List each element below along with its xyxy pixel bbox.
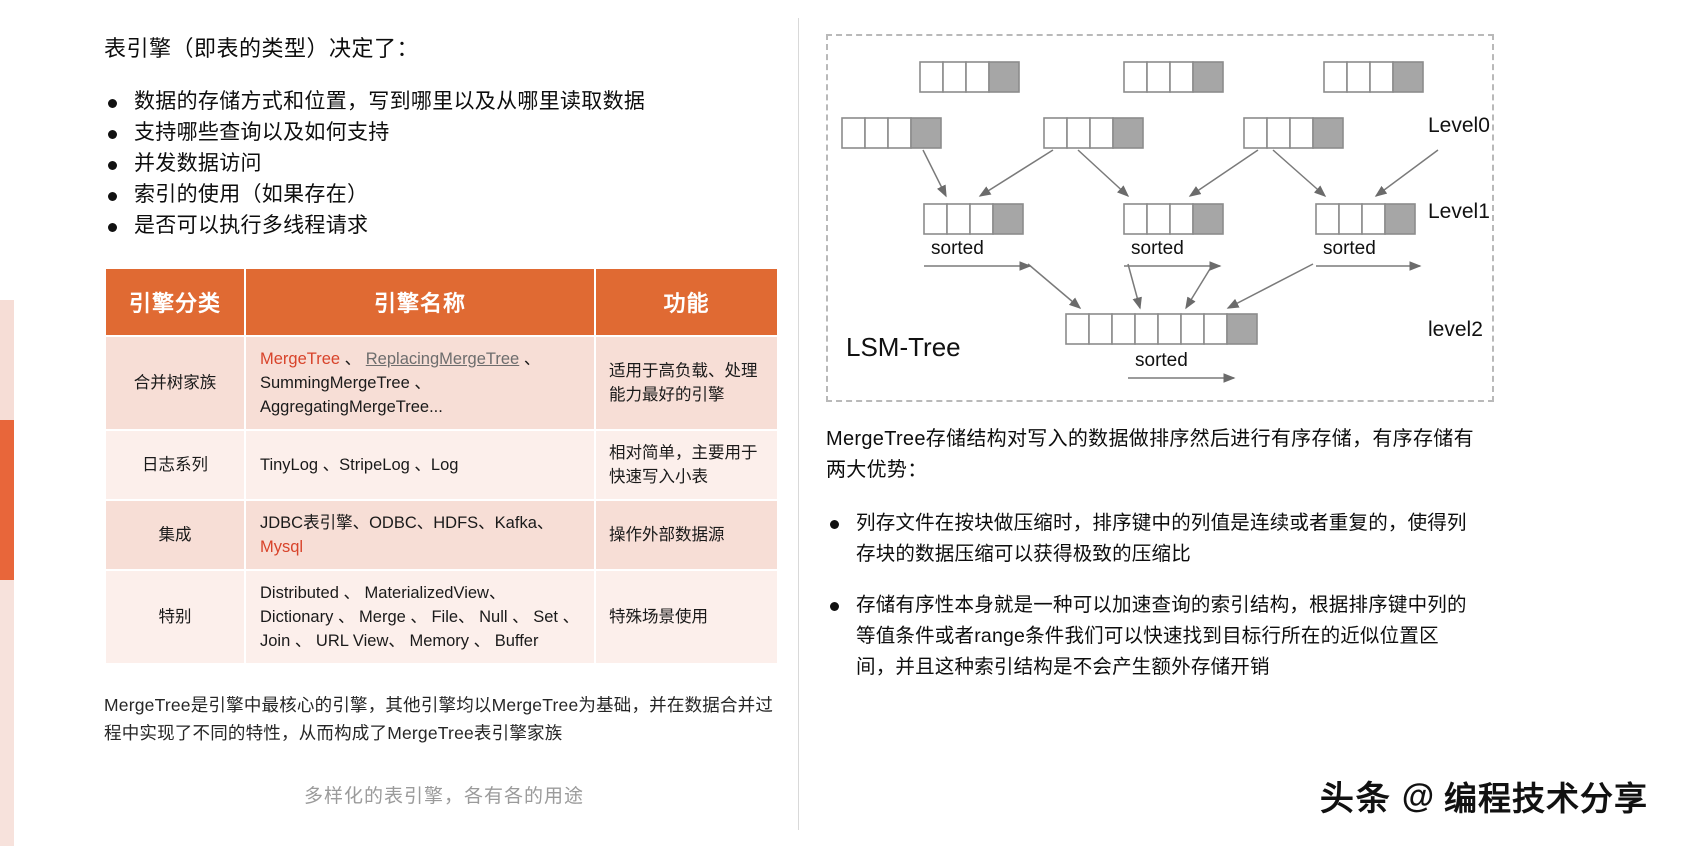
engine-name-line: MergeTree 、 ReplacingMergeTree 、 (260, 347, 586, 371)
column-header-name: 引擎名称 (244, 267, 596, 337)
lsm-tree-title: LSM-Tree (846, 332, 961, 362)
cell-category: 集成 (104, 499, 246, 571)
separator: 、 (340, 350, 366, 368)
table-row: 合并树家族 MergeTree 、 ReplacingMergeTree 、 S… (104, 335, 779, 431)
engine-name-line: JDBC表引擎、ODBC、HDFS、Kafka、 (260, 514, 554, 532)
sorted-label: sorted (1323, 238, 1376, 259)
cell-engine-names: JDBC表引擎、ODBC、HDFS、Kafka、 Mysql (244, 499, 596, 571)
left-accent-bar (0, 0, 14, 846)
watermark-account-name: 编程技术分享 (1444, 779, 1648, 817)
mergetree-description: MergeTree存储结构对写入的数据做排序然后进行有序存储，有序存储有两大优势… (826, 428, 1474, 481)
cell-function: 适用于高负载、处理能力最好的引擎 (594, 335, 779, 431)
cell-function: 特殊场景使用 (594, 569, 779, 665)
lead-statement: 表引擎（即表的类型）决定了： (104, 36, 420, 61)
cell-category: 合并树家族 (104, 335, 246, 431)
list-item: 列存文件在按块做压缩时，排序键中的列值是连续或者重复的，使得列存块的数据压缩可以… (826, 508, 1478, 570)
engine-decision-list: 数据的存储方式和位置，写到哪里以及从哪里读取数据 支持哪些查询以及如何支持 并发… (104, 86, 794, 241)
watermark-at-symbol: @ (1401, 776, 1434, 814)
list-item: 并发数据访问 (104, 148, 794, 179)
sorted-label: sorted (1131, 238, 1184, 259)
accent-segment-orange (0, 420, 14, 580)
diagram-cells-group (841, 61, 1424, 345)
list-item: 存储有序性本身就是一种可以加速查询的索引结构，根据排序键中列的等值条件或者ran… (826, 590, 1478, 683)
cell-category: 日志系列 (104, 429, 246, 501)
level1-label: Level1 (1428, 200, 1490, 223)
accent-segment-light (0, 300, 14, 420)
cell-engine-names: Distributed 、 MaterializedView、 Dictiona… (244, 569, 596, 665)
level2-label: level2 (1428, 318, 1483, 341)
table-footnote: MergeTree是引擎中最核心的引擎，其他引擎均以MergeTree为基础，并… (104, 695, 774, 743)
cell-category: 特别 (104, 569, 246, 665)
accent-segment-white (0, 0, 14, 300)
right-content-column: sorted sorted sorted sorted Level0 Level… (826, 34, 1494, 703)
sorted-label: sorted (1135, 350, 1188, 371)
list-item: 是否可以执行多线程请求 (104, 210, 794, 241)
accent-segment-pale (0, 580, 14, 846)
table-row: 日志系列 TinyLog 、StripeLog 、Log 相对简单，主要用于快速… (104, 429, 779, 501)
table-header-row: 引擎分类 引擎名称 功能 (104, 267, 779, 337)
cell-function: 相对简单，主要用于快速写入小表 (594, 429, 779, 501)
cell-function: 操作外部数据源 (594, 499, 779, 571)
engine-name-line: TinyLog 、StripeLog 、Log (260, 456, 459, 474)
engine-table: 引擎分类 引擎名称 功能 合并树家族 MergeTree 、 Replacing… (104, 267, 779, 665)
lsm-tree-svg: sorted sorted sorted sorted Level0 Level… (841, 61, 1490, 383)
list-item: 数据的存储方式和位置，写到哪里以及从哪里读取数据 (104, 86, 794, 117)
column-header-function: 功能 (594, 267, 779, 337)
cell-engine-names: MergeTree 、 ReplacingMergeTree 、 Summing… (244, 335, 596, 431)
engine-name-line: Dictionary 、 Merge 、 File、 Null 、 Set 、 (260, 608, 580, 626)
engine-replacingmergetree: ReplacingMergeTree (365, 350, 520, 368)
advantages-list: 列存文件在按块做压缩时，排序键中的列值是连续或者重复的，使得列存块的数据压缩可以… (826, 508, 1478, 683)
table-row: 特别 Distributed 、 MaterializedView、 Dicti… (104, 569, 779, 665)
engine-name-line: Distributed 、 MaterializedView、 (260, 584, 506, 602)
merge-arrows-level2 (1027, 263, 1314, 310)
engine-name-line: AggregatingMergeTree... (260, 398, 443, 416)
sorted-label: sorted (931, 238, 984, 259)
watermark: 头条 @ 编程技术分享 (1320, 771, 1648, 820)
lsm-tree-diagram: sorted sorted sorted sorted Level0 Level… (826, 34, 1494, 402)
list-item: 索引的使用（如果存在） (104, 179, 794, 210)
table-row: 集成 JDBC表引擎、ODBC、HDFS、Kafka、 Mysql 操作外部数据… (104, 499, 779, 571)
column-header-category: 引擎分类 (104, 267, 246, 337)
level0-label: Level0 (1428, 114, 1490, 137)
engine-name-line: Join 、 URL View、 Memory 、 Buffer (260, 632, 539, 650)
watermark-logo: 头条 (1319, 780, 1392, 818)
merge-arrows-level1 (922, 149, 1439, 198)
engine-mysql: Mysql (260, 538, 304, 556)
engine-mergetree: MergeTree (260, 350, 341, 368)
separator: 、 (519, 350, 541, 368)
column-divider (798, 18, 799, 830)
slide-subcaption: 多样化的表引擎，各有各的用途 (303, 786, 584, 807)
list-item: 支持哪些查询以及如何支持 (104, 117, 794, 148)
engine-name-line: SummingMergeTree 、 (260, 374, 431, 392)
cell-engine-names: TinyLog 、StripeLog 、Log (244, 429, 596, 501)
sorted-annotations: sorted sorted sorted sorted (924, 238, 1422, 383)
left-content-column: 表引擎（即表的类型）决定了： 数据的存储方式和位置，写到哪里以及从哪里读取数据 … (104, 34, 794, 808)
